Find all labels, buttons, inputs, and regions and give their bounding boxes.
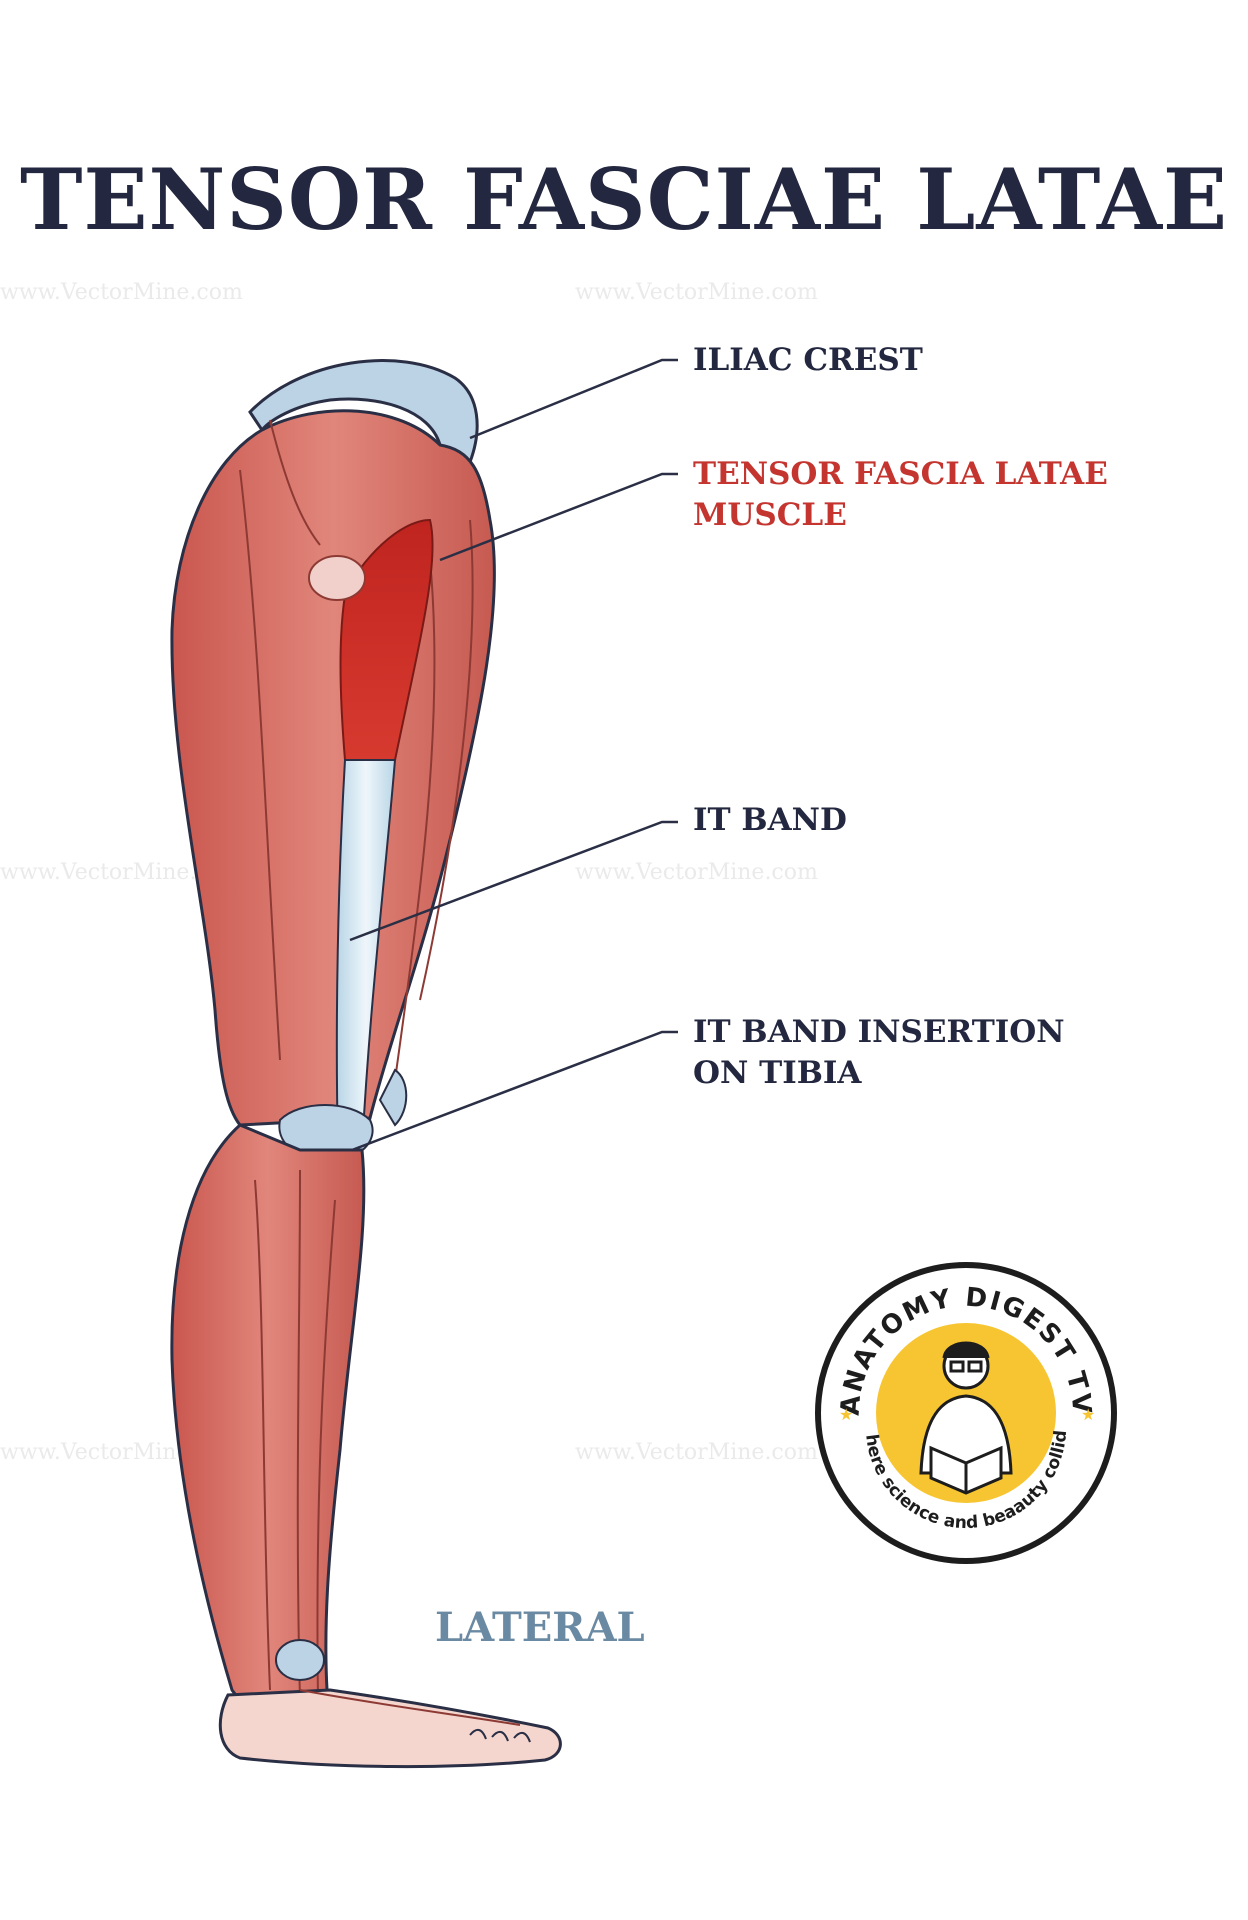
star-icon: ★	[839, 1405, 853, 1424]
watermark: www.VectorMine.com	[0, 280, 243, 305]
page-title: TENSOR FASCIAE LATAE	[19, 150, 1229, 249]
view-label: LATERAL	[435, 1604, 645, 1651]
label-iliac-crest: ILIAC CREST	[693, 342, 923, 378]
leader-line-it-band-insertion	[351, 1030, 678, 1152]
label-it-band: IT BAND	[693, 802, 847, 838]
leader-line-iliac-crest	[469, 358, 678, 440]
ankle-malleolus	[275, 1639, 325, 1681]
label-it-band-insertion: IT BAND INSERTION ON TIBIA	[693, 1014, 1065, 1091]
doctor-reading-book-icon	[919, 1341, 1013, 1495]
watermark: www.VectorMine.com	[575, 860, 818, 885]
watermark: www.VectorMine.com	[575, 1440, 818, 1465]
watermark: www.VectorMine.com	[575, 280, 818, 305]
thigh-muscle	[170, 409, 496, 1127]
leader-line-it-band	[349, 820, 678, 942]
star-icon: ★	[1081, 1405, 1095, 1424]
foot	[218, 1688, 562, 1769]
leader-line-tensor-muscle	[439, 472, 678, 562]
greater-trochanter	[308, 555, 366, 601]
label-tensor-fascia-latae: TENSOR FASCIA LATAE MUSCLE	[693, 456, 1108, 533]
anatomy-digest-logo: ANATOMY DIGEST TV where science and beaa…	[811, 1258, 1117, 1564]
